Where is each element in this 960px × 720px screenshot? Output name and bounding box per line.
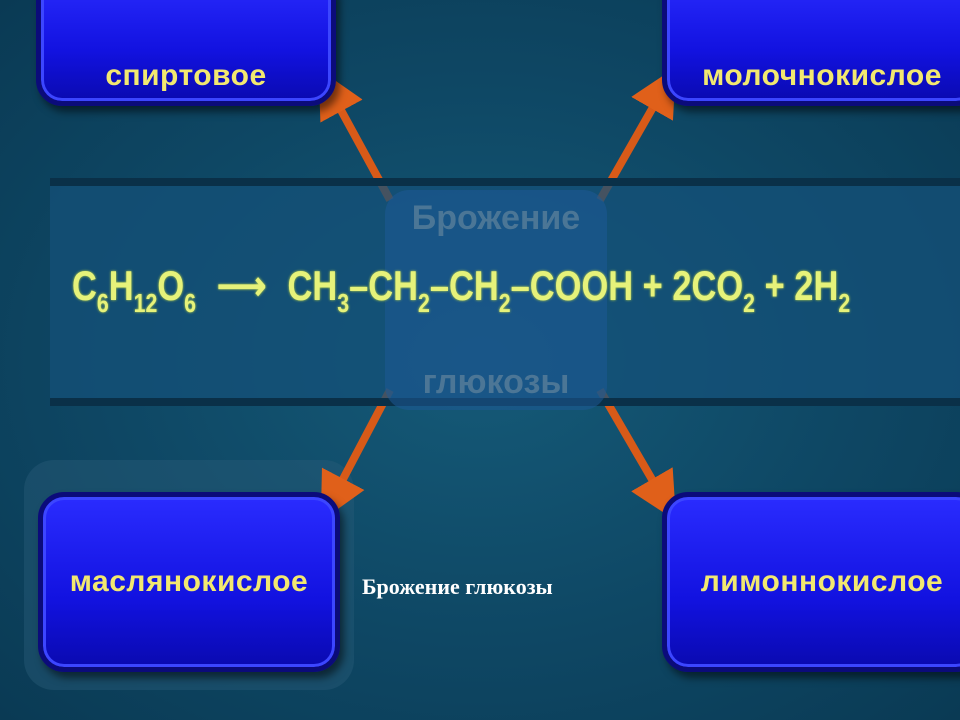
arrow-bottom-right <box>596 387 677 521</box>
product-part: –CH <box>349 262 419 309</box>
product-part: –CH <box>429 262 499 309</box>
reactant-subscript: 6 <box>184 288 196 318</box>
center-label-line2: глюкозы <box>422 363 570 401</box>
box-label: спиртовое <box>105 59 267 92</box>
box-lactic: молочнокислое <box>662 0 960 106</box>
center-label: Брожение глюкозы <box>385 190 607 410</box>
product-subscript: 2 <box>743 288 756 318</box>
box-label: маслянокислое <box>69 565 309 598</box>
product-subscript: 2 <box>498 288 511 318</box>
center-label-line1: Брожение <box>411 199 581 237</box>
product-part: –COOH + 2CO <box>510 262 744 309</box>
product-subscript: 3 <box>337 288 350 318</box>
box-butyric: маслянокислое <box>38 492 340 672</box>
box-label: молочнокислое <box>702 59 942 92</box>
box-label: лимоннокислое <box>700 565 944 598</box>
reactant-subscript: 6 <box>96 288 109 318</box>
reaction-arrow: ⟶ <box>217 262 267 309</box>
reactant-part: O <box>157 262 185 309</box>
reaction-equation: C6H12O6 ⟶ CH3–CH2–CH2–COOH + 2CO2 + 2H2 <box>72 262 850 320</box>
box-citric: лимоннокислое <box>662 492 960 672</box>
product-part: CH <box>287 262 338 309</box>
arrow-bottom-left <box>320 388 394 522</box>
box-alcoholic: спиртовое <box>36 0 336 106</box>
caption: Брожение глюкозы <box>362 574 553 599</box>
reactant-part: H <box>108 262 134 309</box>
product-subscript: 2 <box>418 288 430 318</box>
reactant-part: C <box>72 262 97 309</box>
reactant-subscript: 12 <box>133 288 158 318</box>
product-part: + 2H <box>755 262 839 309</box>
product-subscript: 2 <box>838 288 851 318</box>
